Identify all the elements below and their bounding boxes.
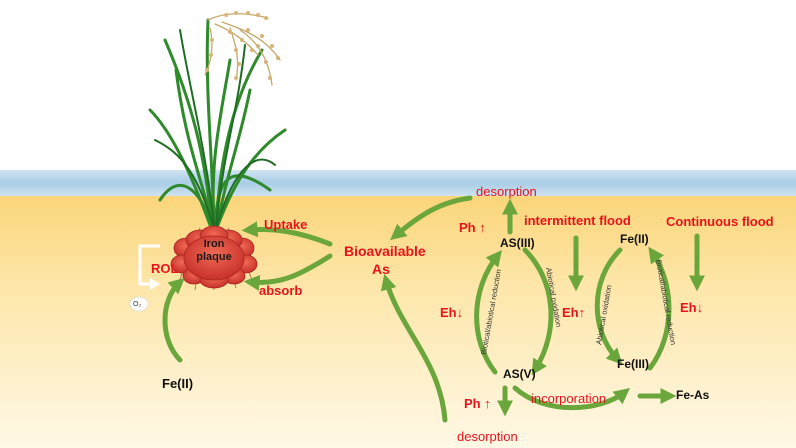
arrow-desorption-bottom [380,273,448,423]
label-absorb: absorb [259,283,303,298]
label-iron-plaque: Iron plaque [196,238,232,263]
arrow-as-right-loop [522,247,554,376]
eh-left-text: Eh [440,305,457,320]
label-desorption-top: desorption [476,184,537,199]
arrow-desorption-top [390,195,473,241]
label-ph-top: Ph ↑ [459,221,486,234]
ph-top-text: Ph [459,220,476,235]
label-bioavailable: Bioavailable [344,243,426,259]
eh-right-text: Eh [680,300,697,315]
label-fe2-root: Fe(II) [162,376,194,391]
arrow-incorporation [512,385,631,411]
label-bioavailable-as: As [372,261,390,277]
iron-plaque [170,225,258,289]
arrow-fe2-to-plaque [162,277,185,363]
label-as3: AS(III) [500,236,535,250]
arrow-absorb [243,253,333,291]
o2-bubble [129,296,149,312]
label-fe2-cycle: Fe(II) [620,232,649,246]
rice-plant [148,11,287,227]
label-eh-mid: Eh↑ [562,306,585,319]
label-as5: AS(V) [503,367,536,381]
label-o2: O₂ [133,301,142,308]
rol-arrowhead [150,278,160,290]
up-arrow-icon: ↑ [484,396,491,411]
label-eh-left: Eh↓ [440,306,463,319]
label-uptake: Uptake [264,217,308,232]
sky-background [0,0,796,170]
label-fe3-cycle: Fe(III) [617,357,649,371]
label-desorption-bottom: desorption [457,429,518,444]
ph-bottom-text: Ph [464,396,481,411]
arrow-as-left-loop [474,249,502,375]
rol-bracket [138,244,160,286]
label-fe-as: Fe-As [676,388,710,402]
up-arrow-icon: ↑ [479,220,486,235]
label-incorporation: incorporation [531,391,607,406]
eh-mid-text: Eh [562,305,579,320]
label-intermittent-flood: intermittent flood [524,213,631,228]
label-eh-right: Eh↓ [680,301,703,314]
arrow-fe-left-loop [594,247,623,365]
down-arrow-icon: ↓ [456,305,464,320]
up-arrow-icon: ↑ [578,305,586,320]
label-ph-bottom: Ph ↑ [464,397,491,410]
arrow-uptake [241,221,333,247]
label-rol: ROL [151,261,179,276]
flow-arrows [162,195,706,423]
arrow-fe-right-loop [647,246,672,371]
down-arrow-icon: ↓ [696,300,704,315]
water-layer [0,170,796,196]
label-continuous-flood: Continuous flood [666,214,774,229]
